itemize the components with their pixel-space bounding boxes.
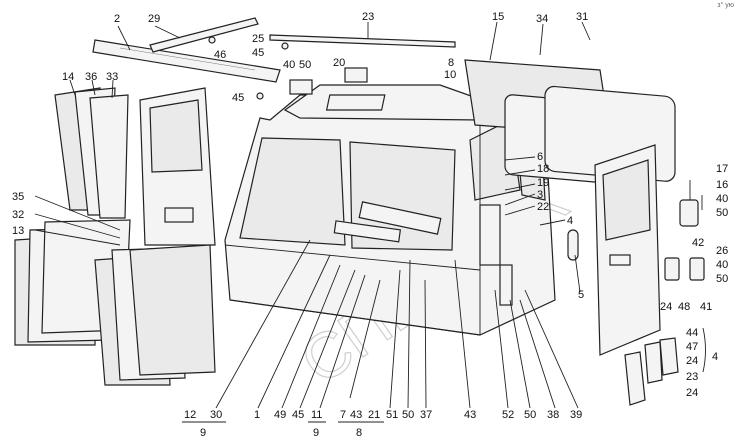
callout-35: 35	[12, 191, 24, 203]
callout-43: 43	[464, 409, 476, 421]
group-8-c: 21	[368, 409, 380, 421]
callout-36: 36	[85, 71, 97, 83]
callout-50: 50	[402, 409, 414, 421]
callout-51: 51	[386, 409, 398, 421]
group-9a-total: 9	[200, 427, 206, 439]
callout-45: 45	[232, 92, 244, 104]
callout-2: 2	[114, 13, 120, 25]
group-8-a: 7	[340, 409, 346, 421]
callout-23: 23	[362, 11, 374, 23]
group-8-total: 8	[356, 427, 362, 439]
callout-22: 22	[537, 201, 549, 213]
callout-labels: 2 29 23 15 34 31 25 46 45 20 8 10 40 50 …	[12, 11, 728, 421]
callout-37: 37	[420, 409, 432, 421]
callout-14: 14	[62, 71, 74, 83]
rail-part-29	[149, 17, 259, 53]
callout-1: 1	[254, 409, 260, 421]
callout-46: 46	[214, 49, 226, 61]
left-door	[139, 87, 216, 246]
callout-41: 41	[700, 301, 712, 313]
group-9a-a: 12	[184, 409, 196, 421]
callout-40: 40	[716, 259, 728, 271]
corner-mark: з° ую	[717, 2, 734, 9]
callout-29: 29	[148, 13, 160, 25]
callout-38: 38	[547, 409, 559, 421]
callout-26: 26	[716, 245, 728, 257]
callout-23: 23	[686, 371, 698, 383]
callout-10: 10	[444, 69, 456, 81]
hinge-parts-right	[664, 180, 705, 281]
callout-40: 40	[283, 59, 295, 71]
callout-24: 24	[660, 301, 672, 313]
group-callout-9b: 11 9	[308, 409, 326, 439]
callout-34: 34	[536, 13, 548, 25]
callout-45: 45	[292, 409, 304, 421]
group-8-b: 43	[350, 409, 362, 421]
callout-50: 50	[716, 207, 728, 219]
callout-49: 49	[274, 409, 286, 421]
callout-45: 45	[252, 47, 264, 59]
callout-31: 31	[576, 11, 588, 23]
callout-18: 18	[537, 163, 549, 175]
callout-3: 3	[537, 189, 543, 201]
group-callout-9a: 12 30 9	[182, 409, 226, 439]
right-door	[594, 144, 661, 356]
group-9b-a: 11	[311, 409, 322, 421]
top-brackets	[208, 36, 368, 100]
callout-13: 13	[12, 225, 24, 237]
callout-47: 47	[686, 341, 698, 353]
rod-part-23	[269, 34, 456, 48]
callout-16: 16	[716, 179, 728, 191]
callout-20: 20	[333, 57, 345, 69]
roof-rail-part-2	[92, 39, 281, 83]
leader-lines	[34, 21, 706, 409]
callout-50: 50	[716, 273, 728, 285]
callout-39: 39	[570, 409, 582, 421]
group-9b-total: 9	[313, 427, 319, 439]
callout-50: 50	[299, 59, 311, 71]
callout-33: 33	[106, 71, 118, 83]
callout-44: 44	[686, 327, 698, 339]
callout-8: 8	[448, 57, 454, 69]
vent-glass-14-36-33	[54, 87, 129, 219]
callout-40: 40	[716, 193, 728, 205]
callout-25: 25	[252, 33, 264, 45]
callout-4: 4	[567, 215, 573, 227]
callout-6: 6	[537, 151, 543, 163]
callout-50: 50	[524, 409, 536, 421]
callout-4: 4	[712, 351, 718, 363]
group-callout-8: 7 43 21 8	[338, 409, 384, 439]
callout-19: 19	[537, 177, 549, 189]
callout-48: 48	[678, 301, 690, 313]
callout-5: 5	[578, 289, 584, 301]
callout-15: 15	[492, 11, 504, 23]
callout-24: 24	[686, 387, 698, 399]
latch-parts-center	[333, 201, 579, 306]
callout-24: 24	[686, 355, 698, 367]
callout-52: 52	[502, 409, 514, 421]
callout-42: 42	[692, 237, 704, 249]
callout-17: 17	[716, 163, 728, 175]
lower-glass-panels	[94, 244, 216, 386]
group-9a-b: 30	[210, 409, 222, 421]
callout-32: 32	[12, 209, 24, 221]
hinge-brackets-4	[624, 337, 679, 406]
